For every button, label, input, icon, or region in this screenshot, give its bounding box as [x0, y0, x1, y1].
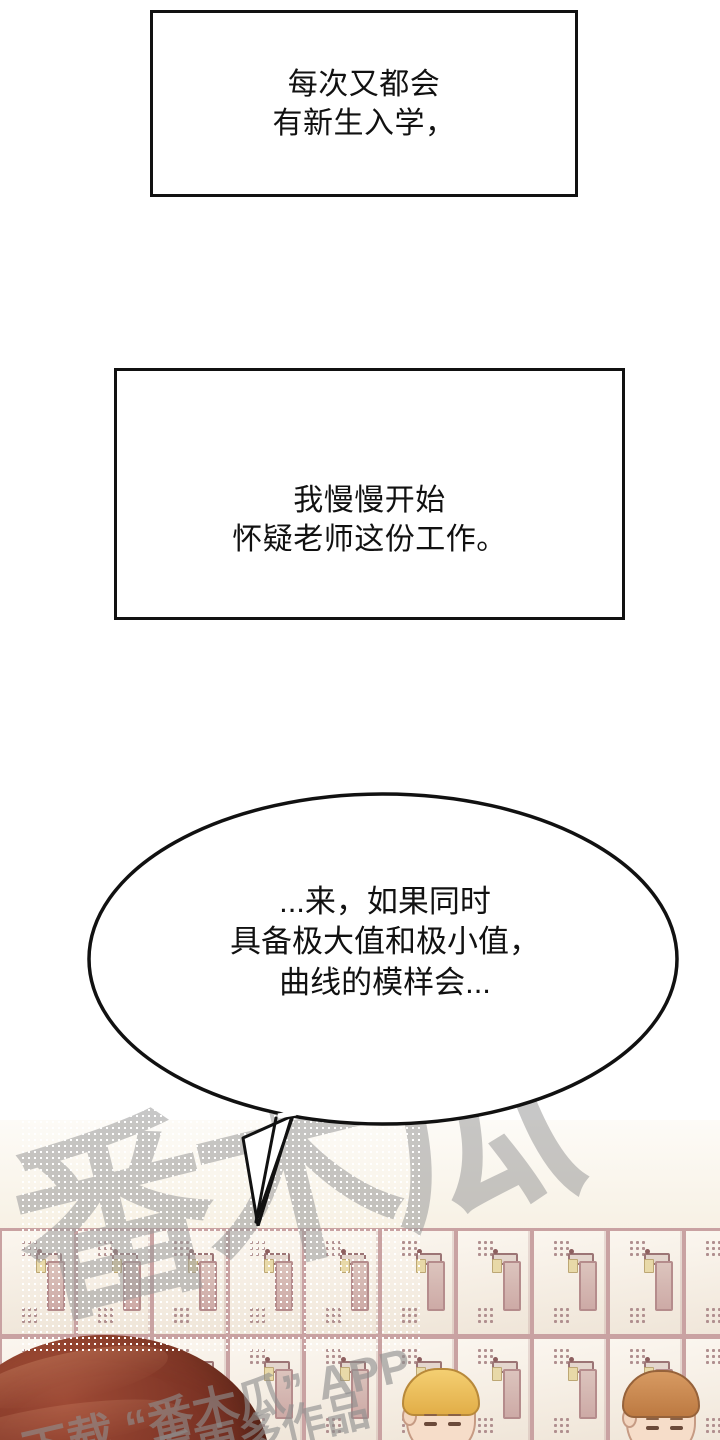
speech-bubble-ellipse [87, 792, 679, 1126]
locker-lock-icon [492, 1367, 502, 1381]
locker-latch[interactable] [579, 1369, 597, 1419]
locker-lock-icon [492, 1259, 502, 1273]
locker-latch[interactable] [351, 1369, 369, 1419]
locker-vent [478, 1349, 494, 1365]
locker-row-top [0, 1228, 720, 1336]
caption-panel-1: 每次又都会 有新生入学， [150, 10, 578, 197]
student-brown-hair [622, 1370, 700, 1418]
locker-door[interactable] [456, 1228, 532, 1336]
locker-screw [113, 1249, 118, 1254]
student-blonde-brow-2 [448, 1414, 461, 1416]
locker-vent [478, 1241, 494, 1257]
locker-door[interactable] [304, 1336, 380, 1440]
locker-latch[interactable] [579, 1261, 597, 1311]
locker-lock-icon [36, 1259, 46, 1273]
locker-latch[interactable] [503, 1261, 521, 1311]
locker-vent [554, 1418, 570, 1434]
locker-lock-icon [340, 1367, 350, 1381]
locker-door[interactable] [532, 1336, 608, 1440]
caption-panel-1-text: 每次又都会 有新生入学， [272, 67, 456, 140]
locker-screw [37, 1249, 42, 1254]
locker-vent [402, 1308, 418, 1324]
locker-door[interactable] [228, 1228, 304, 1336]
locker-door[interactable] [304, 1228, 380, 1336]
locker-door[interactable] [532, 1228, 608, 1336]
locker-vent [326, 1418, 342, 1434]
locker-vent [98, 1308, 114, 1324]
locker-vent [554, 1349, 570, 1365]
locker-lock-icon [264, 1259, 274, 1273]
locker-screw [493, 1249, 498, 1254]
locker-lock-icon [568, 1367, 578, 1381]
locker-vent [706, 1241, 720, 1257]
locker-screw [417, 1249, 422, 1254]
locker-lock-icon [188, 1259, 198, 1273]
locker-door[interactable] [76, 1228, 152, 1336]
locker-vent [326, 1308, 342, 1324]
locker-latch[interactable] [351, 1261, 369, 1311]
speech-bubble-tail-edge-2 [254, 1116, 278, 1224]
locker-latch[interactable] [47, 1261, 65, 1311]
speech-bubble-tail [241, 1114, 294, 1226]
locker-vent [706, 1308, 720, 1324]
locker-screw [265, 1249, 270, 1254]
locker-vent [478, 1308, 494, 1324]
locker-latch[interactable] [275, 1369, 293, 1419]
locker-lock-icon [644, 1259, 654, 1273]
locker-vent [630, 1308, 646, 1324]
student-brown-brow-2 [670, 1418, 683, 1420]
speech-bubble-shape [87, 792, 679, 1226]
locker-vent [478, 1418, 494, 1434]
locker-vent [554, 1241, 570, 1257]
locker-vent [706, 1349, 720, 1365]
locker-latch[interactable] [503, 1369, 521, 1419]
hallway-scene [0, 1120, 720, 1440]
locker-screw [189, 1249, 194, 1254]
student-brown-brow [646, 1418, 659, 1420]
speech-bubble: ...来，如果同时 具备极大值和极小值， 曲线的模样会... [80, 786, 690, 1226]
locker-vent [22, 1308, 38, 1324]
locker-screw [417, 1357, 422, 1362]
locker-screw [569, 1357, 574, 1362]
locker-door[interactable] [608, 1228, 684, 1336]
locker-vent [250, 1308, 266, 1324]
locker-vent [630, 1349, 646, 1365]
locker-screw [265, 1357, 270, 1362]
caption-panel-2: 我慢慢开始 怀疑老师这份工作。 [114, 368, 625, 620]
speech-bubble-tail-join [277, 1110, 297, 1119]
locker-lock-icon [568, 1259, 578, 1273]
locker-lock-icon [416, 1259, 426, 1273]
locker-latch[interactable] [427, 1261, 445, 1311]
student-blonde-eye-2 [448, 1422, 461, 1426]
locker-screw [493, 1357, 498, 1362]
locker-screw [645, 1357, 650, 1362]
locker-vent [630, 1241, 646, 1257]
locker-door[interactable] [380, 1228, 456, 1336]
locker-latch[interactable] [199, 1261, 217, 1311]
caption-panel-2-text: 我慢慢开始 怀疑老师这份工作。 [232, 484, 507, 556]
locker-screw [341, 1357, 346, 1362]
locker-door[interactable] [684, 1228, 720, 1336]
student-brown-eye-2 [670, 1426, 683, 1430]
locker-latch[interactable] [123, 1261, 141, 1311]
locker-vent [174, 1308, 190, 1324]
locker-lock-icon [340, 1259, 350, 1273]
locker-vent [706, 1418, 720, 1434]
student-blonde-brow [424, 1414, 437, 1416]
student-brown-eye [646, 1426, 659, 1430]
locker-screw [569, 1249, 574, 1254]
student-blonde-eye [424, 1422, 437, 1426]
locker-screw [341, 1249, 346, 1254]
speech-bubble-tail-edge [254, 1111, 296, 1224]
locker-lock-icon [264, 1367, 274, 1381]
speech-bubble-text: ...来，如果同时 具备极大值和极小值， 曲线的模样会... [230, 884, 540, 1000]
locker-vent [554, 1308, 570, 1324]
locker-lock-icon [112, 1259, 122, 1273]
locker-latch[interactable] [655, 1261, 673, 1311]
locker-door[interactable] [152, 1228, 228, 1336]
locker-door[interactable] [0, 1228, 76, 1336]
locker-latch[interactable] [275, 1261, 293, 1311]
locker-screw [645, 1249, 650, 1254]
